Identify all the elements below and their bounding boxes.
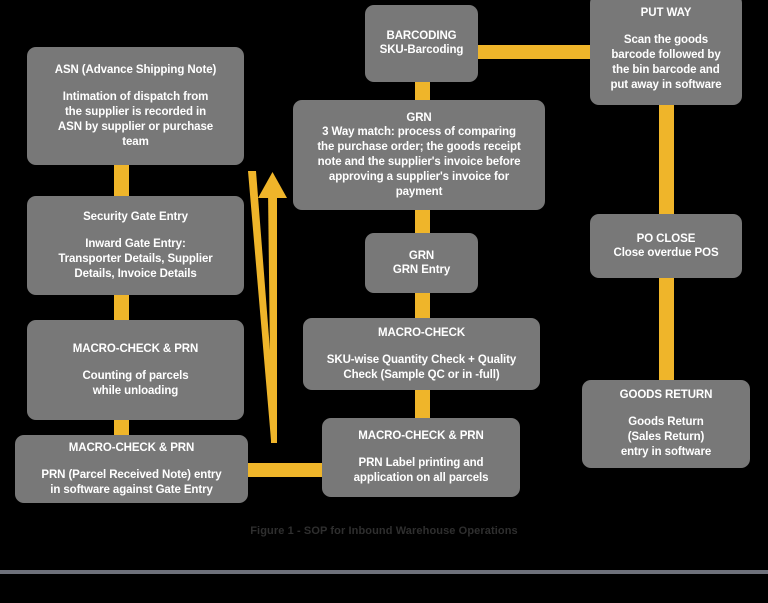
node-po-close[interactable]: PO CLOSE Close overdue POS <box>590 214 742 278</box>
node-goods-return-title: GOODS RETURN <box>619 389 713 401</box>
node-put-way-title: PUT WAY <box>640 7 692 19</box>
node-grn-three-way[interactable]: GRN 3 Way match: process of comparing th… <box>293 100 545 210</box>
connector-barcoding-to-put-way <box>474 45 594 59</box>
node-macro-check-body: SKU-wise Quantity Check + Quality Check … <box>326 353 517 381</box>
node-security-gate-entry[interactable]: Security Gate Entry Inward Gate Entry: T… <box>27 196 244 295</box>
node-grn-entry[interactable]: GRN GRN Entry <box>365 233 478 293</box>
node-security-gate-entry-body: Inward Gate Entry: Transporter Details, … <box>58 237 213 280</box>
node-goods-return[interactable]: GOODS RETURN Goods Return (Sales Return)… <box>582 380 750 468</box>
node-macro-check-title: MACRO-CHECK <box>377 326 466 339</box>
node-barcoding-body: SKU-Barcoding <box>379 44 464 56</box>
node-macro-check[interactable]: MACRO-CHECK SKU-wise Quantity Check + Qu… <box>303 318 540 390</box>
node-po-close-body: Close overdue POS <box>613 246 719 259</box>
node-barcoding-title: BARCODING <box>386 30 457 42</box>
node-macro-check-prn-label-body: PRN Label printing and application on al… <box>353 457 489 484</box>
node-macro-check-prn-label-title: MACRO-CHECK & PRN <box>358 430 484 442</box>
node-grn-entry-body: GRN Entry <box>392 263 451 276</box>
node-macro-check-prn-entry-body: PRN (Parcel Received Note) entry in soft… <box>41 468 222 496</box>
connector-grn-entry-to-grn-three-way <box>415 207 430 235</box>
node-po-close-title: PO CLOSE <box>636 232 696 245</box>
connector-grn-three-way-to-barcoding <box>415 80 430 102</box>
connector-prn-label-to-macro-check <box>415 388 430 420</box>
node-asn-title: ASN (Advance Shipping Note) <box>54 63 217 76</box>
node-macro-check-prn-label[interactable]: MACRO-CHECK & PRN PRN Label printing and… <box>322 418 520 497</box>
node-grn-three-way-body: 3 Way match: process of comparing the pu… <box>317 125 521 198</box>
connector-prn-entry-to-prn-label <box>240 463 328 477</box>
node-macro-check-prn-entry-title: MACRO-CHECK & PRN <box>68 441 195 454</box>
node-macro-check-prn-counting-body: Counting of parcels while unloading <box>82 369 189 397</box>
connector-security-to-counting <box>114 292 129 322</box>
node-asn[interactable]: ASN (Advance Shipping Note) Intimation o… <box>27 47 244 165</box>
node-macro-check-prn-counting-title: MACRO-CHECK & PRN <box>72 342 199 355</box>
node-put-way-body: Scan the goods barcode followed by the b… <box>610 34 722 91</box>
connector-asn-to-security <box>114 163 129 198</box>
node-grn-three-way-title: GRN <box>406 111 432 124</box>
node-goods-return-body: Goods Return (Sales Return) entry in sof… <box>620 416 712 458</box>
node-grn-entry-title: GRN <box>408 249 435 262</box>
connector-counting-to-prn-entry <box>114 419 129 438</box>
connector-po-close-to-goods-return <box>659 277 674 383</box>
connector-macro-check-to-grn-entry <box>415 290 430 320</box>
node-macro-check-prn-counting[interactable]: MACRO-CHECK & PRN Counting of parcels wh… <box>27 320 244 420</box>
node-put-way[interactable]: PUT WAY Scan the goods barcode followed … <box>590 0 742 105</box>
node-macro-check-prn-entry[interactable]: MACRO-CHECK & PRN PRN (Parcel Received N… <box>15 435 248 503</box>
footer-divider <box>0 570 768 574</box>
node-security-gate-entry-title: Security Gate Entry <box>83 210 188 223</box>
figure-caption: Figure 1 - SOP for Inbound Warehouse Ope… <box>250 525 518 537</box>
node-barcoding[interactable]: BARCODING SKU-Barcoding <box>365 5 478 82</box>
connector-put-way-to-po-close <box>659 103 674 218</box>
node-asn-body: Intimation of dispatch from the supplier… <box>57 90 214 148</box>
